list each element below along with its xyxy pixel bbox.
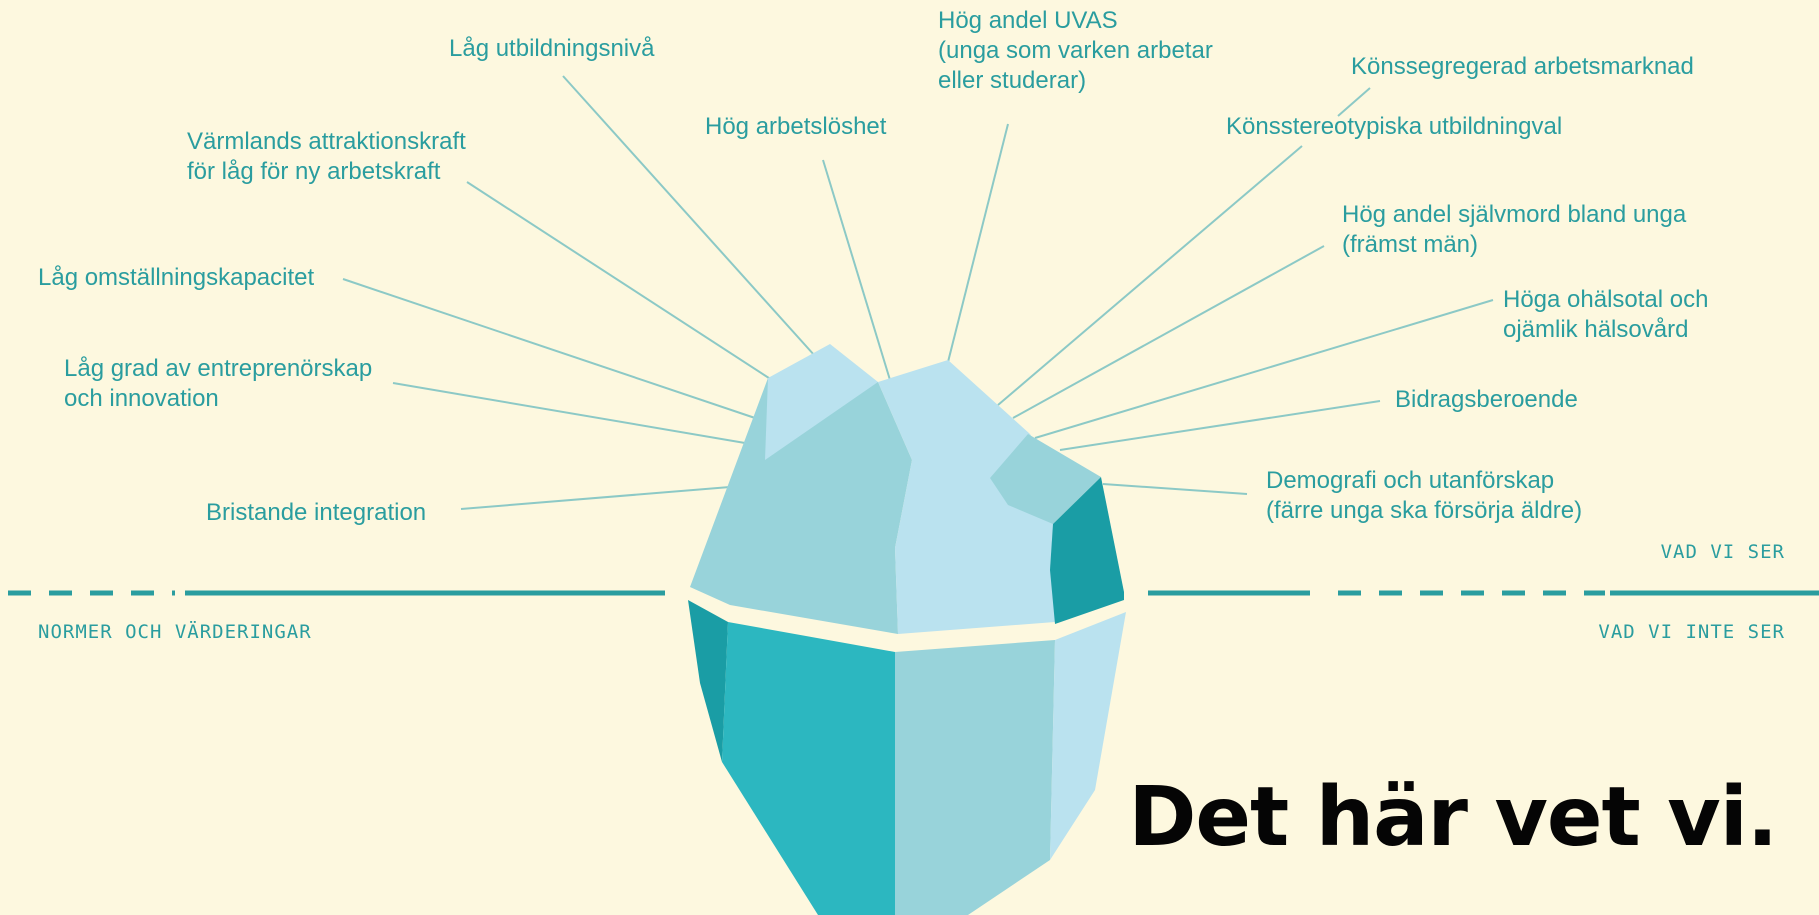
- leader-line: [1103, 484, 1247, 494]
- label-bidragsberoende: Bidragsberoende: [1395, 385, 1578, 415]
- leader-line: [343, 279, 755, 418]
- label-lag-utbildningsniva: Låg utbildningsnivå: [449, 34, 655, 64]
- label-hog-arbetsloshet: Hög arbetslöshet: [705, 112, 886, 142]
- iceberg-tip: [690, 344, 1124, 634]
- label-konssegregerad-arbetsmarknad: Könssegregerad arbetsmarknad: [1351, 52, 1694, 82]
- label-lag-omstallningskapacitet: Låg omställningskapacitet: [38, 263, 314, 293]
- label-lag-grad-entreprenorskap: Låg grad av entreprenörskap och innovati…: [64, 354, 372, 414]
- label-konsstereotypiska-utbildningval: Könsstereotypiska utbildningval: [1226, 112, 1562, 142]
- zone-label-norms: NORMER OCH VÄRDERINGAR: [38, 621, 312, 643]
- label-hog-andel-sjalvmord: Hög andel självmord bland unga (främst m…: [1342, 200, 1686, 260]
- leader-line: [1060, 401, 1380, 450]
- ice-facet: [722, 622, 895, 915]
- leader-line: [998, 146, 1302, 405]
- label-hoga-ohalsotal: Höga ohälsotal och ojämlik hälsovård: [1503, 285, 1708, 345]
- leader-line: [948, 124, 1008, 362]
- zone-label-visible: VAD VI SER: [1661, 541, 1785, 563]
- leader-line: [467, 182, 772, 380]
- headline: Det här vet vi.: [1128, 770, 1777, 865]
- leader-line: [393, 383, 745, 443]
- leader-line: [461, 487, 730, 509]
- ice-facet: [895, 640, 1055, 915]
- label-varmlands-attraktionskraft: Värmlands attraktionskraft för låg för n…: [187, 127, 466, 187]
- ice-facet: [688, 600, 728, 762]
- ice-facet: [1050, 612, 1126, 860]
- iceberg-base: [688, 600, 1126, 915]
- label-demografi: Demografi och utanförskap (färre unga sk…: [1266, 466, 1582, 526]
- leader-line: [1035, 300, 1493, 438]
- label-hog-andel-uvas: Hög andel UVAS (unga som varken arbetar …: [938, 6, 1213, 96]
- label-bristande-integration: Bristande integration: [206, 498, 426, 528]
- zone-label-hidden: VAD VI INTE SER: [1598, 621, 1785, 643]
- leader-line: [1013, 246, 1324, 418]
